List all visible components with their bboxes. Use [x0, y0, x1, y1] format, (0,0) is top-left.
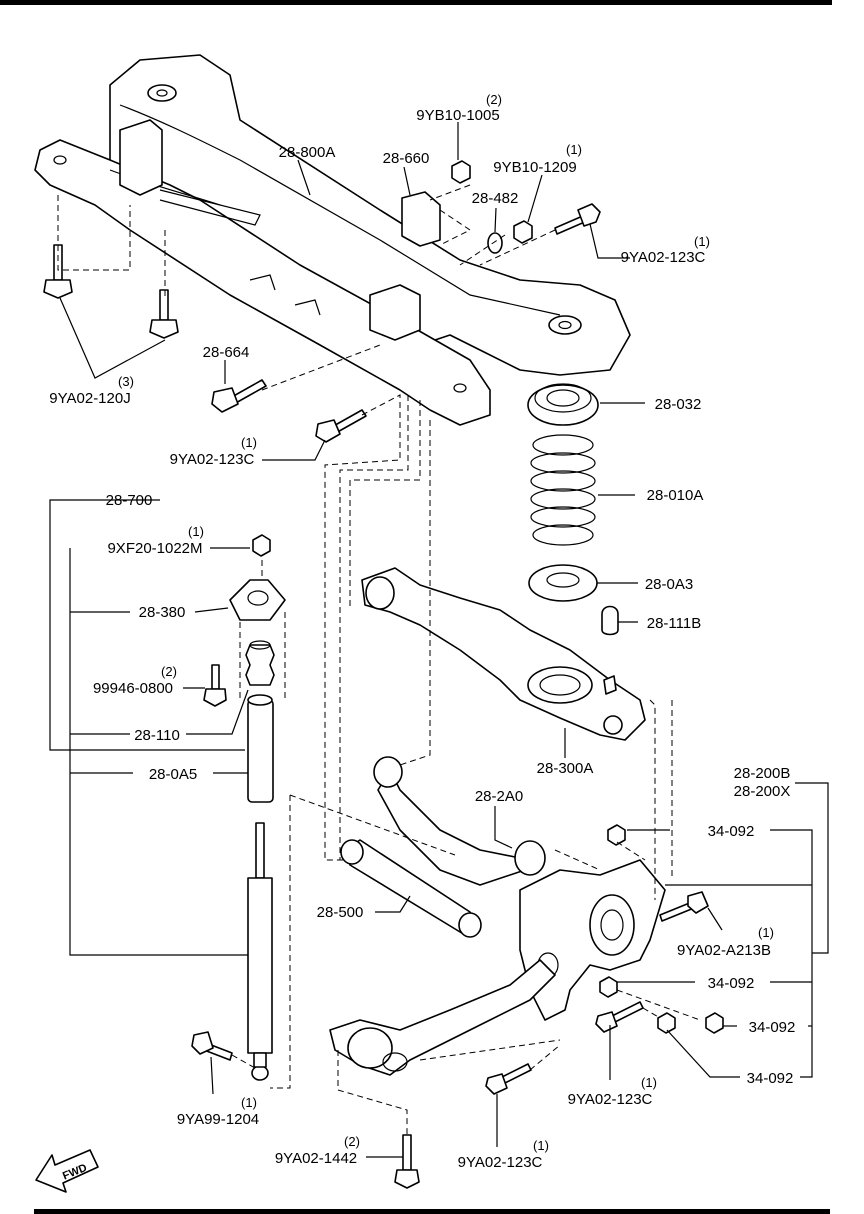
callout-9ya02-120j-code: 9YA02-120J: [49, 390, 130, 407]
bolt-28-664: [211, 379, 267, 413]
bolt-9ya02-123c-mid: [315, 409, 367, 443]
upper-arm-28-2a0: [373, 756, 546, 886]
callout-9ya02-120j-qty: (3): [118, 374, 134, 389]
nut-34-092-a: [607, 824, 626, 846]
coil-spring-28-010a: [530, 434, 596, 546]
callout-99946-0800-qty: (2): [161, 664, 177, 679]
callout-9ya02-a213b-code: 9YA02-A213B: [677, 942, 771, 959]
callout-28-2a0: 28-2A0: [475, 788, 523, 805]
callout-34-092-c: 34-092: [749, 1019, 796, 1036]
callout-34-092-b: 34-092: [708, 975, 755, 992]
seat-28-0a3: [528, 564, 598, 602]
callout-9ya02-123c-mid-qty: (1): [241, 435, 257, 450]
top-border-bar: [0, 0, 832, 5]
callout-28-032: 28-032: [655, 396, 702, 413]
callout-28-380: 28-380: [139, 604, 186, 621]
callout-9ya02-1442-code: 9YA02-1442: [275, 1150, 357, 1167]
fwd-arrow-icon: FWD: [35, 1149, 99, 1193]
assembly-dashed-lines: [57, 184, 701, 1135]
lower-arm-28-300a: [361, 567, 646, 741]
callout-9yb10-1005-code: 9YB10-1005: [416, 107, 499, 124]
callout-labels: (2) 9YB10-1005 28-800A 28-660 (1) 9YB10-…: [49, 92, 795, 1171]
bolt-9ya02-a213b: [659, 891, 709, 922]
bolt-9ya02-1442: [394, 1134, 420, 1189]
callout-34-092-d: 34-092: [747, 1070, 794, 1087]
callout-9ya02-123c-bottom-code: 9YA02-123C: [458, 1154, 543, 1171]
nut-34-092-c: [705, 1012, 724, 1034]
callout-34-092-a: 34-092: [708, 823, 755, 840]
callout-9ya02-123c-bottom-qty: (1): [533, 1138, 549, 1153]
callout-28-010a: 28-010A: [647, 487, 704, 504]
callout-28-300a: 28-300A: [537, 760, 594, 777]
dust-cover-28-0a5: [247, 694, 274, 803]
callout-9ya02-123c-mid-code: 9YA02-123C: [170, 451, 255, 468]
callout-9yb10-1209-code: 9YB10-1209: [493, 159, 576, 176]
trailing-arm: [329, 959, 556, 1076]
bolt-9ya02-123c-bottom: [485, 1063, 532, 1095]
callout-28-110: 28-110: [134, 727, 180, 744]
callout-28-200x: 28-200X: [734, 783, 791, 800]
bolt-9ya02-123c-top: [554, 203, 601, 235]
bracket-28-660: [401, 191, 441, 247]
callout-28-664: 28-664: [203, 344, 250, 361]
callout-9ya02-a213b-qty: (1): [758, 925, 774, 940]
crossmember-28-800a: [34, 54, 631, 426]
bolt-99946-0800: [203, 664, 227, 707]
nut-9yb10-1209: [513, 220, 533, 244]
callout-28-111b: 28-111B: [647, 615, 702, 632]
bump-stop-28-111b: [601, 605, 619, 636]
bolt-9ya02-123c-lower: [595, 1001, 644, 1033]
nut-9xf20-1022m: [252, 534, 271, 557]
bottom-border-bar: [34, 1209, 830, 1214]
shock-body: [247, 822, 273, 1081]
callout-28-660: 28-660: [383, 150, 430, 167]
callout-9ya02-123c-top-code: 9YA02-123C: [621, 249, 706, 266]
lateral-link-28-500: [340, 839, 482, 938]
callout-28-800a: 28-800A: [279, 144, 336, 161]
leader-lines: [49, 122, 829, 1158]
bolts-9ya02-120j: [43, 244, 179, 339]
bumper-28-110: [245, 640, 275, 686]
callout-28-0a3: 28-0A3: [645, 576, 693, 593]
callout-9ya02-123c-lower-code: 9YA02-123C: [568, 1091, 653, 1108]
knuckle-28-200b: [519, 859, 666, 1021]
nut-34-092-b: [599, 976, 618, 998]
callout-28-0a5: 28-0A5: [149, 766, 197, 783]
bolt-9ya99-1204: [191, 1031, 233, 1061]
washer-28-482: [487, 232, 503, 254]
nut-9yb10-1005: [451, 160, 471, 184]
callout-9ya02-123c-lower-qty: (1): [641, 1075, 657, 1090]
mount-28-380: [229, 579, 286, 621]
callout-9ya99-1204-code: 9YA99-1204: [177, 1111, 259, 1128]
callout-9ya02-1442-qty: (2): [344, 1134, 360, 1149]
callout-28-700: 28-700: [106, 492, 153, 509]
callout-9xf20-1022m-qty: (1): [188, 524, 204, 539]
callout-99946-0800-code: 99946-0800: [93, 680, 173, 697]
callout-9ya99-1204-qty: (1): [241, 1095, 257, 1110]
nut-34-092-d: [657, 1012, 676, 1034]
callout-28-482: 28-482: [472, 190, 519, 207]
seat-28-032: [527, 383, 599, 426]
callout-9xf20-1022m-code: 9XF20-1022M: [107, 540, 202, 557]
callout-9yb10-1005-qty: (2): [486, 92, 502, 107]
callout-28-200b: 28-200B: [734, 765, 791, 782]
callout-9ya02-123c-top-qty: (1): [694, 234, 710, 249]
callout-9yb10-1209-qty: (1): [566, 142, 582, 157]
callout-28-500: 28-500: [317, 904, 364, 921]
